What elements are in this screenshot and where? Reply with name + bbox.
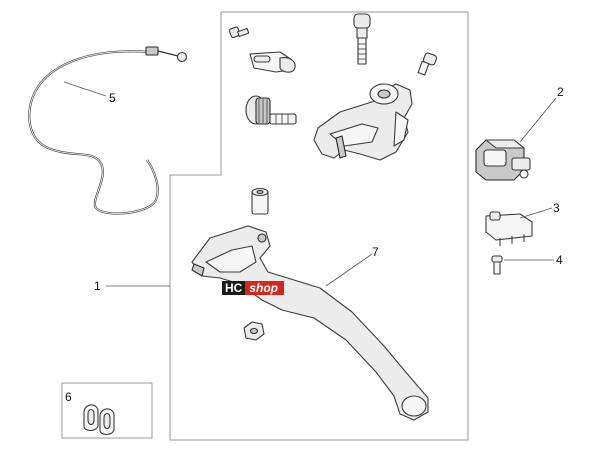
screw — [228, 26, 250, 39]
watermark-shop: shop — [245, 281, 285, 295]
hc-shop-watermark: HC shop — [222, 281, 285, 295]
assembly-frame — [169, 11, 469, 441]
callout-1: 1 — [94, 279, 101, 293]
watermark-hc: HC — [222, 281, 246, 295]
leader-7 — [325, 253, 373, 287]
small-screw — [417, 52, 438, 76]
nut — [243, 321, 265, 341]
pin-screw — [491, 255, 503, 275]
retainer-clips — [83, 404, 115, 436]
callout-5: 5 — [109, 91, 116, 105]
leader-2 — [519, 97, 557, 143]
micro-switch — [485, 211, 533, 246]
leader-5 — [63, 81, 107, 97]
callout-4: 4 — [556, 253, 563, 267]
clips-frame — [61, 382, 153, 439]
lever-bracket — [313, 83, 413, 161]
callout-6: 6 — [65, 390, 72, 404]
callout-7: 7 — [372, 245, 379, 259]
callout-2: 2 — [557, 85, 564, 99]
leader-3 — [519, 207, 553, 219]
clutch-lever — [191, 225, 429, 421]
callout-3: 3 — [553, 201, 560, 215]
bushing — [251, 187, 269, 215]
adjuster-knob — [245, 95, 297, 125]
clutch-cable — [28, 46, 188, 215]
cable-clip — [249, 51, 296, 73]
switch-block — [475, 139, 531, 181]
bolt — [353, 13, 371, 65]
